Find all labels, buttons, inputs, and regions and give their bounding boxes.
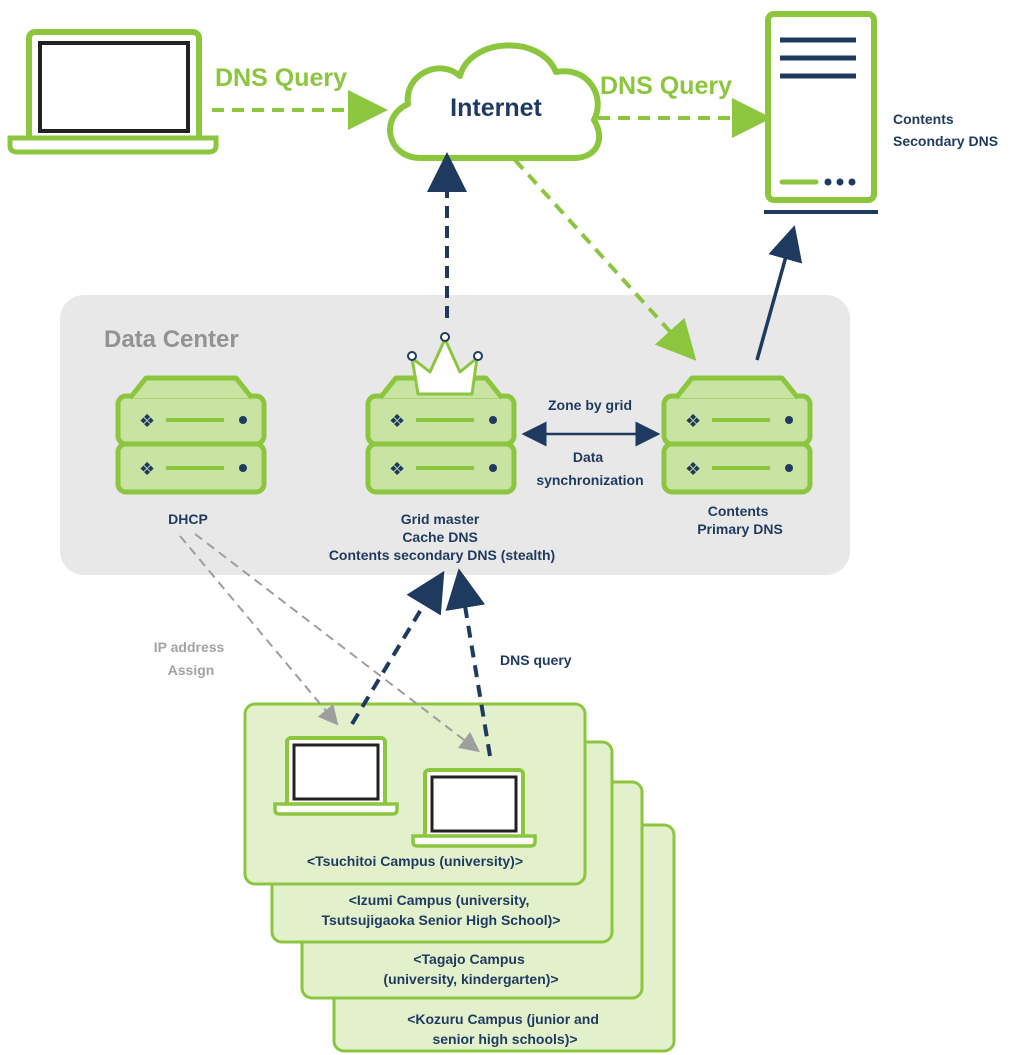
svg-text:<Izumi Campus (university,: <Izumi Campus (university, Tsutsujigaoka… [322,892,561,928]
cloud-icon [387,42,603,161]
client-laptop-icon [7,29,219,155]
dhcp-label: DHCP [168,511,208,527]
crown-icon [407,332,483,396]
internet-to-primary-arrow [513,158,697,361]
primary-to-secondary-arrow [755,225,803,361]
svg-text:❖: ❖ [685,459,701,479]
svg-text:❖: ❖ [389,411,405,431]
campus-dns-query-arrow [445,568,492,757]
grid-master-server-icon: ❖ ❖ [365,375,517,495]
dns-query-label-right: DNS Query [600,72,732,100]
svg-text:<Tsuchitoi Campus (university): <Tsuchitoi Campus (university)> [307,853,523,869]
contents-primary-dns-label: Contents Primary DNS [697,503,783,537]
ip-assign-label: IP address Assign [154,639,228,678]
svg-text:❖: ❖ [685,411,701,431]
svg-text:<Tagajo Campus (universi: <Tagajo Campus (university, kindergarten… [383,951,558,987]
svg-text:❖: ❖ [139,411,155,431]
ip-assign-arrow [179,535,339,726]
svg-text:❖: ❖ [389,459,405,479]
zone-by-grid-label: Zone by grid [548,397,632,413]
dhcp-server-icon: ❖ ❖ [115,375,267,495]
ip-assign-arrow [194,533,480,753]
svg-text:<Kozuru Campus (junior and: <Kozuru Campus (junior and senior high s… [407,1011,603,1047]
campus-laptop-icon [273,736,399,816]
primary-dns-server-icon: ❖ ❖ [661,375,813,495]
dns-query-label-left: DNS Query [215,64,347,92]
server-tower-icon [764,11,878,214]
dns-query-lower-label: DNS query [500,652,572,668]
campus-dns-query-arrow [350,570,445,726]
data-center-label: Data Center [104,326,239,353]
svg-text:❖: ❖ [139,459,155,479]
grid-master-label: Grid master Cache DNS Contents secondary… [329,511,555,563]
contents-secondary-dns-label: Contents Secondary DNS [893,111,998,149]
data-sync-label: Data synchronization [536,449,643,488]
campus-laptop-icon [411,768,537,848]
internet-label: Internet [450,94,542,122]
